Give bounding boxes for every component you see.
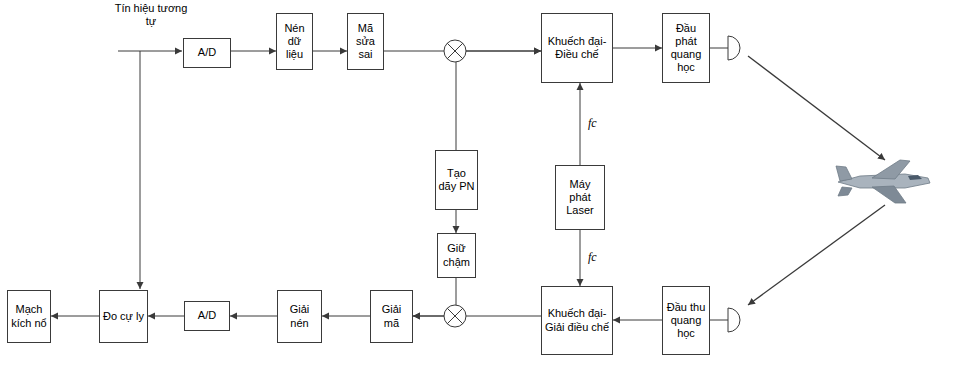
- process-box: Đo cự ly: [99, 290, 148, 343]
- process-box: A/D: [184, 301, 230, 331]
- rx-wire: [710, 320, 728, 321]
- input-wire: [118, 51, 182, 52]
- signal-connector: [148, 316, 184, 317]
- mixer-symbol: [444, 40, 466, 62]
- box-text: Đầu phát quang học: [665, 22, 707, 75]
- box-text: Đo cự ly: [103, 310, 144, 323]
- process-box: Mạch kích nổ: [7, 290, 51, 343]
- box-text: Giải nén: [280, 303, 319, 329]
- process-box: Khuếch đại-Giải điều chế: [541, 286, 613, 355]
- box-text: Giải mã: [373, 303, 410, 329]
- signal-connector: [613, 320, 662, 321]
- signal-label: Tín hiệu tương tự: [112, 2, 190, 28]
- box-text: A/D: [198, 309, 216, 322]
- box-text: Nén dữ liệu: [279, 22, 310, 62]
- process-box: Giữ chậm: [437, 233, 476, 278]
- process-box: Máy phát Laser: [555, 165, 605, 230]
- box-text: Khuếch đại-Giải điều chế: [544, 307, 610, 333]
- signal-connector: [230, 316, 277, 317]
- box-text: A/D: [198, 46, 216, 59]
- signal-connector: [580, 230, 581, 286]
- beam-in: [748, 205, 885, 305]
- signal-connector: [580, 83, 581, 165]
- signal-connector: [456, 210, 457, 233]
- signal-connector: [313, 51, 347, 52]
- box-text: Giữ chậm: [440, 242, 473, 268]
- signal-connector: [613, 48, 662, 49]
- process-box: Giải nén: [277, 290, 322, 343]
- signal-connector: [51, 316, 99, 317]
- beam-out: [748, 56, 885, 160]
- signal-connector: [231, 51, 276, 52]
- box-text: Mã sửa sai: [350, 22, 381, 62]
- process-box: Khuếch đại-Điều chế: [541, 13, 613, 83]
- process-box: Mã sửa sai: [347, 13, 384, 70]
- process-box: A/D: [183, 38, 231, 68]
- signal-connector: [456, 51, 541, 150]
- aircraft-illustration: [836, 160, 930, 203]
- process-box: Đầu thu quang học: [662, 286, 710, 355]
- box-text: Mạch kích nổ: [10, 303, 48, 329]
- signal-connector: [322, 316, 370, 317]
- box-text: Đầu thu quang học: [665, 301, 707, 341]
- mixer-symbol: [444, 305, 466, 327]
- box-text: Khuếch đại-Điều chế: [544, 35, 610, 61]
- frequency-label: fc: [587, 116, 598, 131]
- rx-dish: [728, 308, 740, 332]
- branch-wire: [140, 51, 141, 289]
- tx-wire: [710, 48, 728, 49]
- box-text: Tạo dãy PN: [438, 167, 475, 193]
- process-box: Tạo dãy PN: [435, 150, 478, 210]
- process-box: Nén dữ liệu: [276, 13, 313, 70]
- tx-dish: [728, 36, 740, 60]
- process-box: Giải mã: [370, 290, 413, 343]
- frequency-label: fc: [587, 250, 598, 265]
- box-text: Máy phát Laser: [558, 178, 602, 218]
- process-box: Đầu phát quang học: [662, 13, 710, 83]
